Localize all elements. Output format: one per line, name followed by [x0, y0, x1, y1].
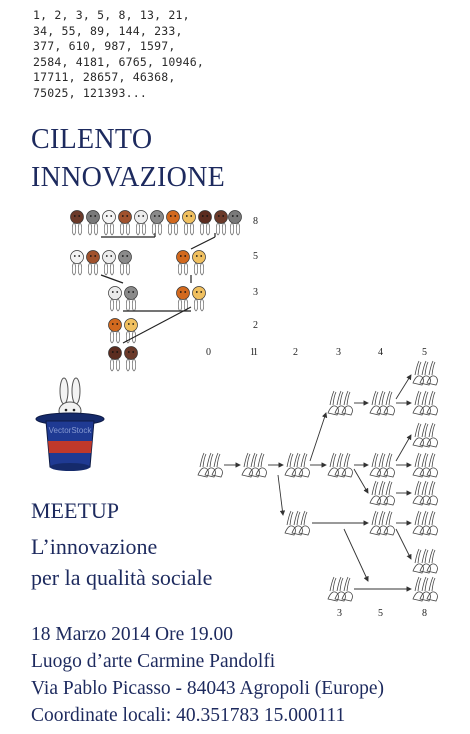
rabbit-pair-icon: [412, 480, 438, 506]
rabbit-face-icon: [70, 210, 84, 236]
event-venue: Luogo d’arte Carmine Pandolfi: [31, 651, 276, 672]
pyramid-number-3: 3: [253, 287, 258, 298]
rabbit-pair-icon: [327, 390, 353, 416]
rabbit-pair-icon: [412, 510, 438, 536]
rabbit-face-icon: [86, 210, 100, 236]
rabbit-face-icon: [134, 210, 148, 236]
rabbit-face-icon: [198, 210, 212, 236]
event-coordinates: Coordinate locali: 40.351783 15.000111: [31, 705, 346, 726]
count-label-5: 5: [378, 608, 383, 619]
pyramid-number-2: 2: [253, 320, 258, 331]
rabbit-pair-icon: [284, 452, 310, 478]
rabbit-face-icon: [176, 250, 190, 276]
rabbit-pair-icon: [412, 548, 438, 574]
title-line-1: CILENTO: [31, 124, 153, 155]
fibonacci-line-3: 377, 610, 987, 1597,: [33, 39, 176, 54]
rabbit-pair-icon: [412, 452, 438, 478]
fibonacci-line-1: 1, 2, 3, 5, 8, 13, 21,: [33, 8, 190, 22]
rabbit-pair-icon: [327, 576, 353, 602]
rabbit-tree-diagram: 0 1 2 3 4 5 3 5 8: [197, 347, 438, 619]
event-date-time: 18 Marzo 2014 Ore 19.00: [31, 624, 233, 645]
rabbit-face-icon: [108, 318, 122, 344]
rabbit-face-icon: [108, 346, 122, 372]
rabbit-face-icon: [70, 250, 84, 276]
watermark-text: VectorStock: [49, 426, 93, 435]
rabbit-face-icon: [228, 210, 242, 236]
generation-label-1: 1: [250, 347, 255, 358]
rabbit-pair-icon: [369, 452, 395, 478]
rabbit-pair-icon: [369, 390, 395, 416]
generation-label-5: 5: [422, 347, 427, 358]
rabbit-pair-icon: [284, 510, 310, 536]
fibonacci-line-2: 34, 55, 89, 144, 233,: [33, 23, 183, 38]
count-label-8: 8: [422, 608, 427, 619]
rabbit-face-icon: [176, 286, 190, 312]
rabbit-face-icon: [124, 346, 138, 372]
rabbit-face-icon: [102, 250, 116, 276]
rabbit-face-icon: [182, 210, 196, 236]
rabbit-face-icon: [192, 250, 206, 276]
rabbit-pair-icon: [327, 452, 353, 478]
generation-label-4: 4: [378, 347, 383, 358]
rabbit-face-icon: [166, 210, 180, 236]
rabbit-pair-icon: [412, 390, 438, 416]
rabbit-pair-icon: [241, 452, 267, 478]
rabbit-pair-icon: [412, 360, 438, 386]
rabbit-face-icon: [214, 210, 228, 236]
rabbit-face-icon: [102, 210, 116, 236]
rabbit-face-icon: [124, 286, 138, 312]
rabbit-pair-icon: [197, 452, 223, 478]
pyramid-number-1: 1: [253, 347, 258, 358]
magic-hat-rabbit-icon: VectorStock: [35, 377, 105, 471]
rabbit-pair-icon: [369, 480, 395, 506]
rabbit-pair-icon: [369, 510, 395, 536]
rabbit-face-icon: [118, 250, 132, 276]
generation-label-2: 2: [293, 347, 298, 358]
rabbit-face-icon: [86, 250, 100, 276]
fibonacci-line-5: 17711, 28657, 46368,: [33, 70, 176, 85]
pyramid-number-8: 8: [253, 216, 258, 227]
rabbit-face-icon: [192, 286, 206, 312]
rabbit-pair-icon: [412, 422, 438, 448]
title-line-2: INNOVAZIONE: [31, 162, 226, 193]
fibonacci-sequence: 1, 2, 3, 5, 8, 13, 21, 34, 55, 89, 144, …: [33, 8, 204, 102]
event-address: Via Pablo Picasso - 84043 Agropoli (Euro…: [31, 678, 385, 699]
subtitle-line-1: L’innovazione: [31, 534, 158, 559]
fibonacci-line-4: 2584, 4181, 6765, 10946,: [33, 54, 204, 69]
rabbit-pyramid-illustration: 8 5 3 2 1: [70, 210, 258, 372]
pyramid-number-5: 5: [253, 251, 258, 262]
rabbit-face-icon: [108, 286, 122, 312]
fibonacci-line-6: 75025, 121393...: [33, 85, 147, 100]
generation-label-3: 3: [336, 347, 341, 358]
rabbit-pair-icon: [412, 576, 438, 602]
generation-label-0: 0: [206, 347, 211, 358]
subtitle-line-2: per la qualità sociale: [31, 565, 213, 590]
rabbit-face-icon: [150, 210, 164, 236]
count-label-3: 3: [337, 608, 342, 619]
rabbit-face-icon: [118, 210, 132, 236]
meetup-heading: MEETUP: [31, 498, 119, 523]
